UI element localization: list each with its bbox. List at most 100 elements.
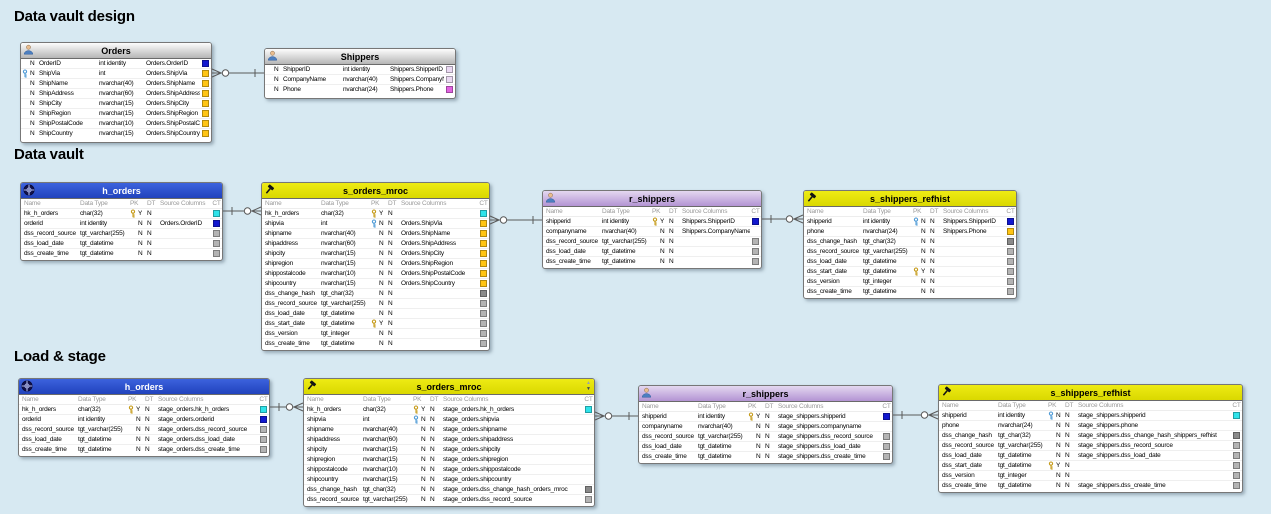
column-name: dss_start_date: [942, 462, 982, 469]
table-header: h_orders: [19, 379, 269, 395]
scroll-arrows[interactable]: ▲▼: [584, 379, 593, 393]
pk-cell: N: [371, 270, 388, 277]
column-type: nvarchar(15): [363, 456, 398, 463]
column-source: stage_orders.dss_load_date: [158, 436, 235, 443]
pk-flag: N: [921, 218, 926, 225]
scroll-down-icon[interactable]: ▼: [586, 386, 591, 392]
ct-cell: [478, 320, 489, 327]
column-source: stage_orders.shipcountry: [443, 476, 512, 483]
table-title: s_orders_mroc: [342, 185, 409, 196]
table-header: h_orders: [21, 183, 222, 199]
table-title: Orders: [101, 45, 131, 56]
column-name: orderid: [24, 220, 43, 227]
column-source: Orders.ShipVia: [401, 220, 443, 227]
table-header: r_shippers: [639, 386, 892, 402]
relationship-connector[interactable]: [761, 212, 804, 226]
dt-flag: N: [1065, 412, 1070, 419]
column-source: Orders.ShipCity: [401, 250, 444, 257]
pk-flag: N: [136, 436, 141, 443]
ct-cell: [881, 453, 892, 460]
relationship-connector[interactable]: [269, 400, 304, 414]
relationship-connector[interactable]: [222, 204, 262, 218]
relationship-connector[interactable]: [594, 409, 639, 423]
dt-flag: N: [147, 220, 152, 227]
column-name: hk_h_orders: [307, 406, 341, 413]
column-name: dss_version: [265, 330, 298, 337]
ct-chip: [260, 426, 267, 433]
pk-flag: N: [421, 456, 426, 463]
dt-flag: N: [430, 426, 435, 433]
column-name: phone: [807, 228, 825, 235]
pk-cell: N: [748, 423, 765, 430]
column-name: shipcountry: [307, 476, 339, 483]
pk-flag: N: [379, 290, 384, 297]
col-header-dt: DT: [1065, 402, 1074, 409]
column-type: tgt_datetime: [998, 462, 1032, 469]
col-header-type: Data Type: [321, 200, 349, 207]
column-type: nvarchar(15): [363, 446, 398, 453]
dt-flag: N: [147, 240, 152, 247]
column-name: dss_change_hash: [807, 238, 857, 245]
ct-chip: [1233, 472, 1240, 479]
pk-cell: Y: [1048, 461, 1065, 470]
dt-flag: N: [1065, 452, 1070, 459]
scroll-up-icon[interactable]: ▲: [586, 380, 591, 386]
column-type: nvarchar(60): [321, 240, 356, 247]
ct-chip: [260, 406, 267, 413]
dt-flag: N: [430, 466, 435, 473]
col-header-dt: DT: [147, 200, 156, 207]
ct-cell: [1231, 412, 1242, 419]
dt-flag: N: [669, 258, 674, 265]
dt-flag: N: [388, 260, 393, 267]
column-name: hk_h_orders: [22, 406, 56, 413]
ct-cell: [211, 230, 222, 237]
ct-chip: [1233, 412, 1240, 419]
col-header-pk: PK: [913, 208, 922, 215]
column-type: int identity: [80, 220, 107, 227]
column-type: tgt_datetime: [863, 288, 897, 295]
section-title-design: Data vault design: [14, 8, 135, 25]
column-name: ShipCountry: [39, 130, 73, 137]
relationship-connector[interactable]: [211, 66, 265, 80]
key-icon: [652, 217, 658, 226]
key-icon: [371, 319, 377, 328]
person-icon: [267, 50, 279, 62]
column-type: char(32): [363, 406, 386, 413]
pk-flag: N: [1056, 482, 1061, 489]
column-name: dss_create_time: [942, 482, 987, 489]
ct-cell: [211, 240, 222, 247]
ct-cell: [478, 230, 489, 237]
pk-cell: Y: [130, 209, 147, 218]
column-type: char(32): [80, 210, 103, 217]
ct-chip: [480, 250, 487, 257]
dt-flag: N: [430, 476, 435, 483]
hammer-icon: [941, 386, 953, 398]
pk-cell: N: [130, 250, 147, 257]
column-type: int identity: [602, 218, 629, 225]
ct-chip: [1007, 218, 1014, 225]
relationship-connector[interactable]: [489, 213, 543, 227]
relationship-connector[interactable]: [892, 408, 939, 422]
table-title: s_shippers_refhist: [1050, 387, 1131, 398]
dt-flag: N: [930, 218, 935, 225]
